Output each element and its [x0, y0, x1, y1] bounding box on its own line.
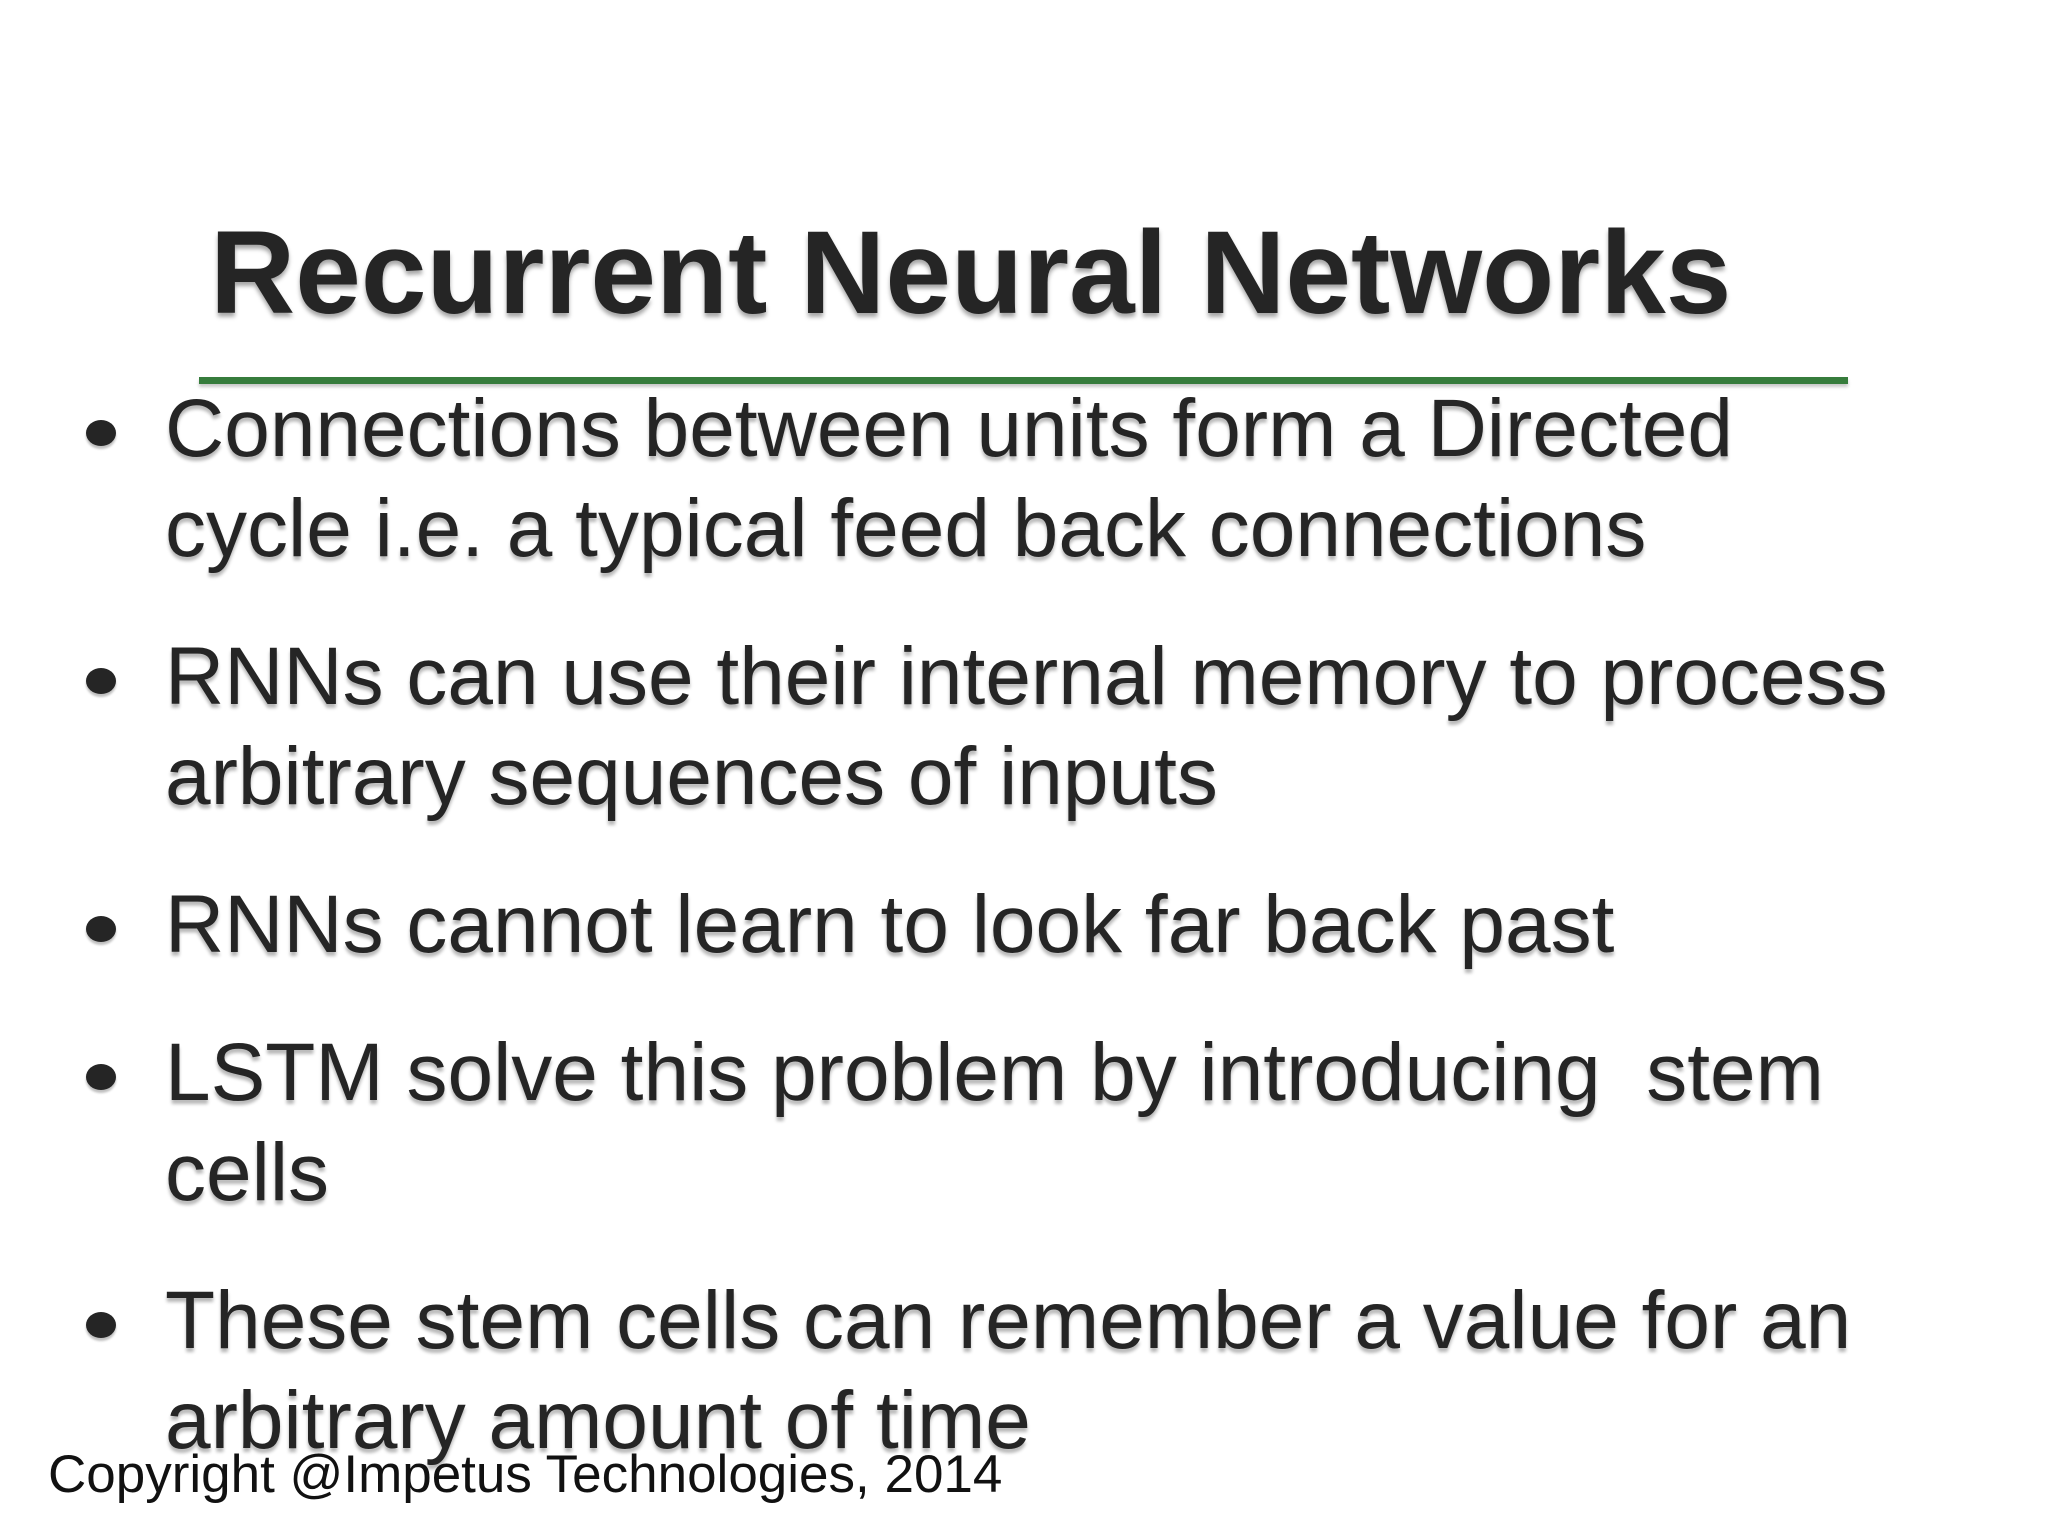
bullet-text: These stem cells can remember a value fo…: [165, 1275, 1852, 1466]
bullet-text: RNNs can use their internal memory to pr…: [165, 631, 1888, 822]
bullet-item: LSTM solve this problem by introducing s…: [0, 1023, 1990, 1223]
bullet-dot-icon: [86, 916, 116, 942]
bullet-dot-icon: [86, 668, 116, 694]
bullet-item: Connections between units form a Directe…: [0, 379, 1990, 579]
bullet-item: These stem cells can remember a value fo…: [0, 1271, 1990, 1471]
bullet-dot-icon: [86, 1312, 116, 1338]
title-underline: [199, 377, 1848, 384]
bullet-text: RNNs cannot learn to look far back past: [165, 879, 1615, 970]
copyright-text: Copyright @Impetus Technologies, 2014: [48, 1445, 1003, 1504]
bullet-text: LSTM solve this problem by introducing s…: [165, 1027, 1824, 1218]
slide-title: Recurrent Neural Networks: [210, 207, 1732, 339]
bullet-text: Connections between units form a Directe…: [165, 383, 1733, 574]
bullet-dot-icon: [86, 1064, 116, 1090]
bullet-dot-icon: [86, 420, 116, 446]
bullet-item: RNNs can use their internal memory to pr…: [0, 627, 1990, 827]
bullet-list: Connections between units form a Directe…: [0, 379, 1990, 1519]
bullet-item: RNNs cannot learn to look far back past: [0, 875, 1990, 975]
